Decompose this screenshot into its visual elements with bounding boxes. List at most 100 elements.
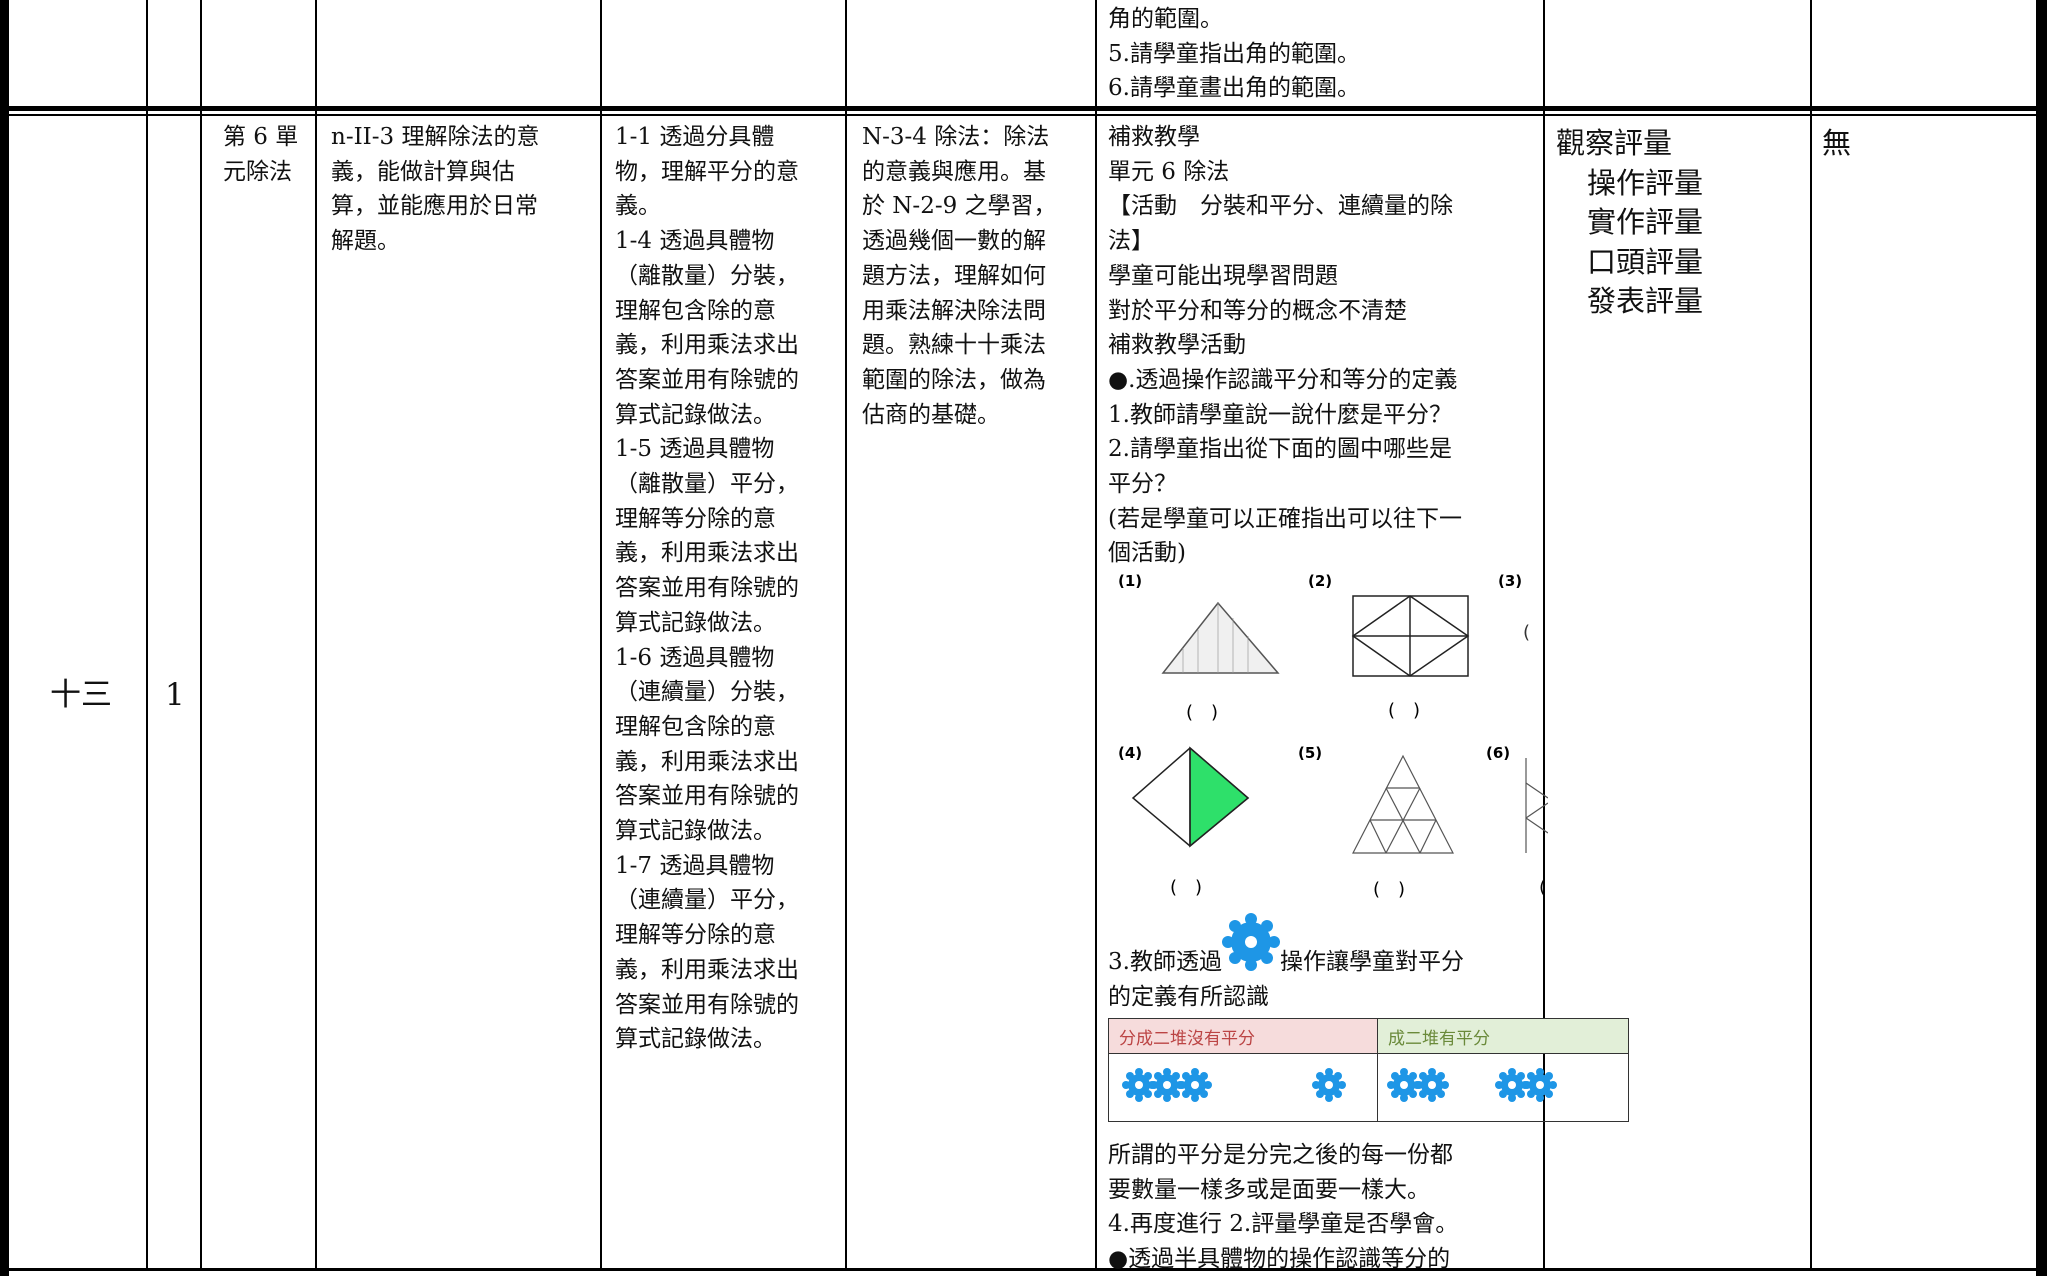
assessment-item: 實作評量 — [1587, 205, 1704, 240]
text-line: 算式記錄做法。 — [615, 401, 776, 428]
text-line: 1.教師請學童說一說什麼是平分？ — [1108, 401, 1452, 428]
answer-paren: ( ) — [1388, 700, 1420, 721]
gear-group-unequal — [1122, 1068, 1346, 1102]
text-segment: 操作讓學童對平分 — [1279, 949, 1464, 975]
row-separator-thick — [0, 106, 2047, 111]
text-line: 1-7 透過具體物 — [615, 852, 775, 879]
figure-fragment: ( — [1523, 622, 1530, 643]
text-line: 答案並用有除號的 — [615, 575, 799, 602]
text-line: （離散量）平分， — [615, 471, 799, 498]
text-segment: 3.教師透過 — [1108, 949, 1222, 975]
text-line: 學童可能出現學習問題 — [1108, 262, 1338, 289]
text-line: 1-4 透過具體物 — [615, 228, 775, 255]
unit-cell: 第 6 單 元除法 — [223, 120, 313, 189]
text-line: ●.透過操作認識平分和等分的定義 — [1108, 366, 1458, 393]
text-line: 解題。 — [331, 228, 400, 255]
text-line: 理解包含除的意 — [615, 713, 776, 740]
answer-paren: ( ) — [1186, 702, 1218, 723]
col-divider — [146, 0, 148, 1271]
text-line: ●透過半具體物的操作認識等分的 — [1108, 1246, 1451, 1273]
text-line: 的定義有所認識 — [1108, 983, 1269, 1010]
header-equal: 成二堆有平分 — [1377, 1018, 1629, 1054]
text-line: 理解等分除的意 — [615, 922, 776, 949]
assessment-item: 觀察評量 — [1556, 126, 1673, 160]
table-frame-right — [2036, 0, 2047, 1276]
text-line: 個活動) — [1108, 540, 1186, 567]
answer-paren: ( ) — [1373, 879, 1405, 900]
text-line: 1-6 透過具體物 — [615, 644, 775, 671]
assessment-item: 口頭評量 — [1587, 244, 1704, 279]
col-divider — [200, 0, 202, 1271]
text-line: 法】 — [1108, 228, 1154, 255]
text-line: 所謂的平分是分完之後的每一份都 — [1108, 1142, 1453, 1168]
text-line: 【活動 分裝和平分、連續量的除 — [1108, 193, 1453, 220]
text-line: (若是學童可以正確指出可以往下一 — [1108, 505, 1462, 532]
gear-icon — [1221, 913, 1280, 971]
text-line: 義，利用乘法求出 — [615, 540, 799, 567]
text-line: n-II-3 理解除法的意 — [331, 124, 540, 150]
text-line: 義，利用乘法求出 — [615, 956, 799, 983]
remarks-cell: 無 — [1822, 126, 1852, 160]
figure-label: (3) — [1498, 572, 1522, 590]
text-line: 要數量一樣多或是面要一樣大。 — [1108, 1176, 1430, 1203]
shape-diamond-half-green — [1131, 746, 1250, 848]
text-line: 6.請學童畫出角的範圍。 — [1108, 75, 1360, 102]
text-line: 算式記錄做法。 — [615, 1026, 776, 1053]
learning-performance-cell: n-II-3 理解除法的意 義，能做計算與估 算，並能應用於日常 解題。 — [331, 120, 596, 259]
table-bottom-border — [0, 1268, 2047, 1271]
text-line: 理解包含除的意 — [615, 297, 776, 324]
text-line: 物，理解平分的意 — [615, 158, 799, 185]
assessment-item: 操作評量 — [1587, 165, 1704, 200]
text-line: 題方法，理解如何 — [862, 262, 1046, 289]
text-line: 範圍的除法，做為 — [862, 366, 1046, 393]
text-line: （連續量）平分， — [615, 887, 799, 914]
text-line: 角的範圍。 — [1108, 6, 1223, 32]
text-line: 5.請學童指出角的範圍。 — [1108, 40, 1360, 67]
text-line: 答案並用有除號的 — [615, 991, 799, 1018]
periods-cell: 1 — [165, 677, 185, 713]
text-line: 算式記錄做法。 — [615, 609, 776, 636]
shape-fragment — [1525, 758, 1548, 853]
figure-label: (4) — [1118, 744, 1142, 762]
text-line: （連續量）分裝， — [615, 679, 799, 706]
text-line: 算，並能應用於日常 — [331, 193, 538, 220]
text-line: 元除法 — [223, 158, 292, 185]
text-line: N-3-4 除法：除法 — [862, 124, 1050, 150]
col-divider — [1095, 0, 1097, 1271]
text-line: 義。 — [615, 193, 661, 220]
figure-label: (5) — [1298, 744, 1322, 762]
col-divider — [600, 0, 602, 1271]
cell-equal — [1377, 1053, 1629, 1122]
text-line: 答案並用有除號的 — [615, 783, 799, 810]
text-line: 題。熟練十十乘法 — [862, 332, 1046, 359]
text-line: 答案並用有除號的 — [615, 366, 799, 393]
col-divider — [1810, 0, 1812, 1271]
text-line: 的意義與應用。基 — [862, 158, 1046, 185]
text-line: 補救教學活動 — [1108, 332, 1246, 359]
text-line: 義，能做計算與估 — [331, 158, 515, 185]
learning-objectives-cell: 1-1 透過分具體 物，理解平分的意 義。 1-4 透過具體物 （離散量）分裝，… — [615, 120, 843, 1057]
activity-cell-top: 補救教學 單元 6 除法 【活動 分裝和平分、連續量的除 法】 學童可能出現學習… — [1108, 120, 1538, 571]
figure-label: (2) — [1308, 572, 1332, 590]
text-line: 4.再度進行 2.評量學童是否學會。 — [1108, 1211, 1459, 1238]
text-line: 1-5 透過具體物 — [615, 436, 775, 463]
text-line: 算式記錄做法。 — [615, 818, 776, 845]
text-line: 1-1 透過分具體 — [615, 124, 775, 150]
text-line: 義，利用乘法求出 — [615, 748, 799, 775]
assessment-cell: 觀察評量 操作評量 實作評量 口頭評量 發表評量 — [1556, 124, 1806, 322]
text-line: 義，利用乘法求出 — [615, 332, 799, 359]
assessment-item: 發表評量 — [1587, 284, 1704, 319]
row-separator-thin — [0, 114, 2047, 116]
header-not-equal: 分成二堆沒有平分 — [1108, 1018, 1378, 1054]
text-line: （離散量）分裝， — [615, 262, 799, 289]
figure-label: (1) — [1118, 572, 1142, 590]
text-line: 3.教師透過 操作讓學童對平分 — [1108, 913, 1548, 980]
text-line: 2.請學童指出從下面的圖中哪些是 — [1108, 436, 1452, 463]
top-activity-text: 角的範圍。 5.請學童指出角的範圍。 6.請學童畫出角的範圍。 — [1108, 2, 1538, 106]
table-frame-left — [0, 0, 9, 1276]
col-divider — [315, 0, 317, 1271]
text-line: 用乘法解決除法問 — [862, 297, 1046, 324]
text-line: 估商的基礎。 — [862, 401, 1000, 428]
text-line: 第 6 單 — [223, 124, 299, 150]
text-line: 單元 6 除法 — [1108, 158, 1230, 185]
